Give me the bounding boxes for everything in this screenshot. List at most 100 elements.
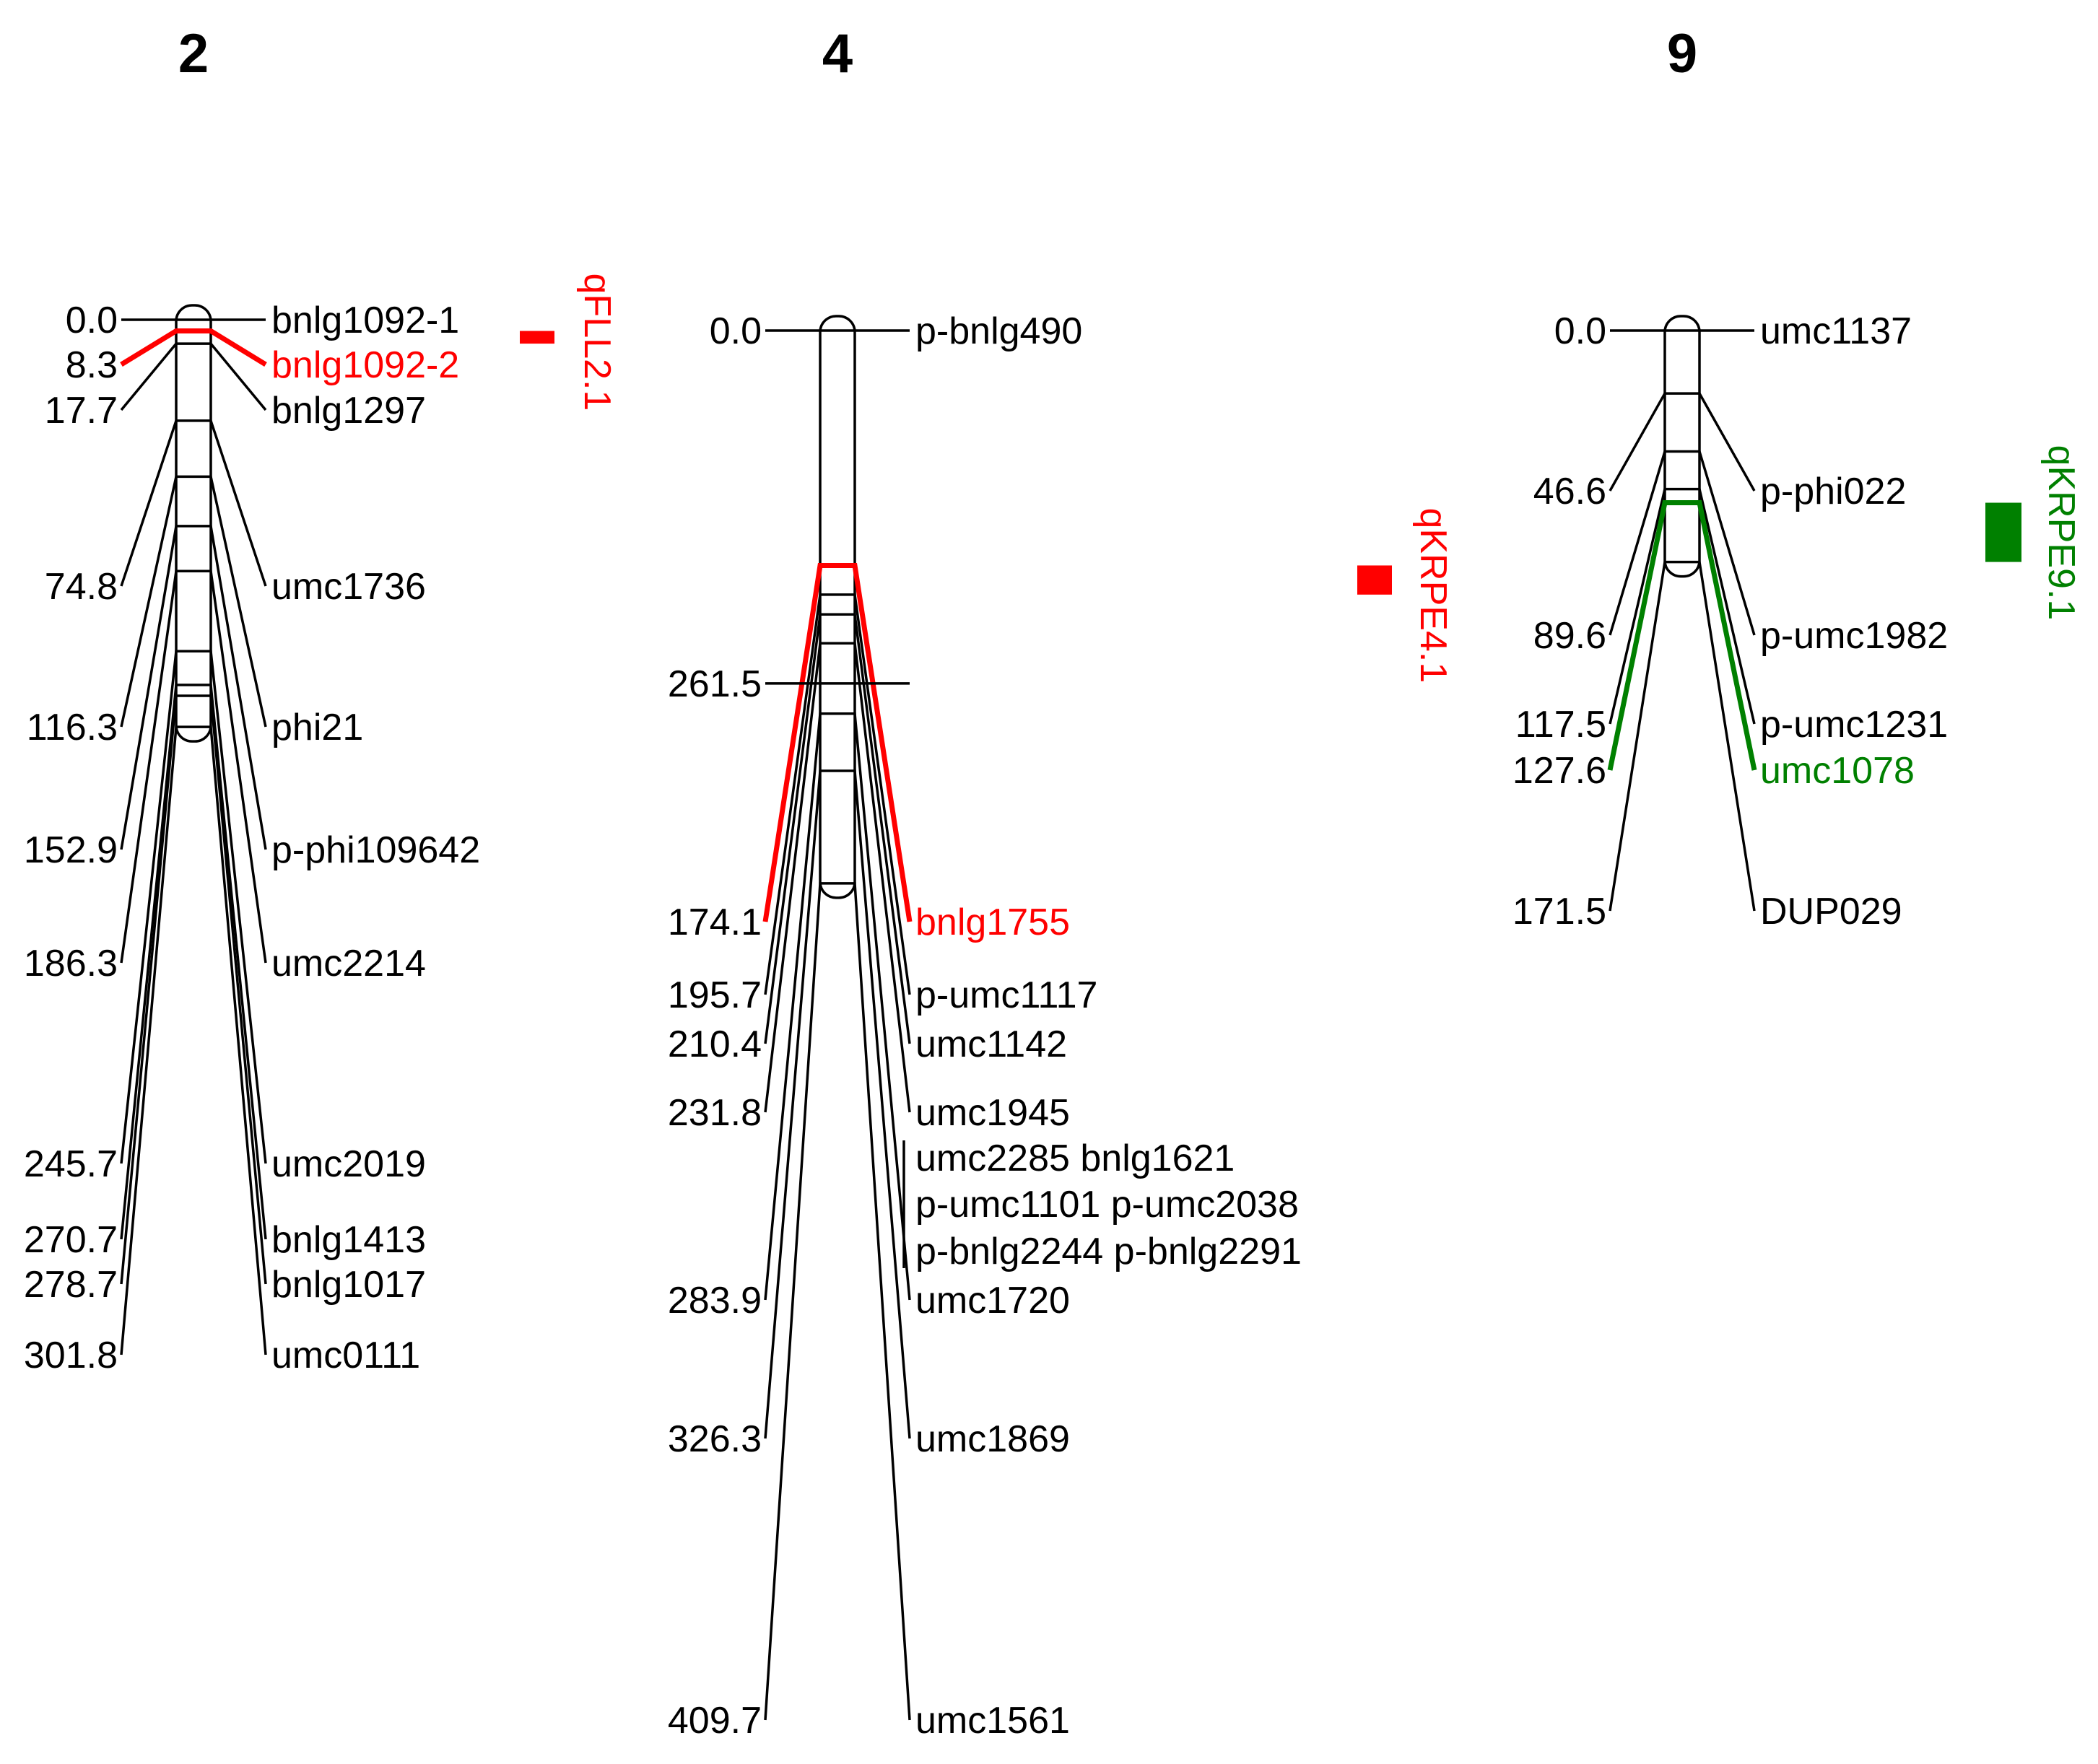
chromosome-bar: [819, 315, 856, 899]
marker-tick: [764, 642, 911, 1113]
marker-name: p-phi022: [1760, 471, 1906, 512]
marker-name: p-umc1117: [915, 974, 1097, 1016]
marker: 210.4 umc1142: [668, 613, 1067, 1065]
marker: 0.0 umc1137: [1554, 310, 1912, 352]
marker-tick: [120, 419, 267, 587]
marker-tick: [120, 525, 267, 850]
marker-name: umc1736: [271, 566, 426, 608]
marker-name: umc1078: [1760, 750, 1915, 792]
marker-position: 0.0: [1554, 310, 1606, 352]
marker-name: bnlg1017: [271, 1264, 426, 1306]
marker-position: 8.3: [66, 344, 118, 386]
marker: 409.7 umc1561: [668, 882, 1070, 1742]
marker-tick: [762, 562, 913, 922]
marker: 0.0 p-bnlg490: [710, 310, 1083, 352]
marker-name: umc0111: [271, 1335, 420, 1376]
marker-tick: [1609, 392, 1756, 492]
marker-name: bnlg1297: [271, 390, 426, 432]
qtl-bar: [520, 331, 554, 344]
marker-position: 46.6: [1533, 471, 1606, 512]
qtl-bar: [1985, 502, 2021, 562]
marker: 0.0 bnlg1092-1: [66, 300, 460, 341]
marker-name: p-umc1101 p-umc2038: [915, 1184, 1299, 1226]
marker-tick: [120, 725, 267, 1355]
marker: 174.1 bnlg1755: [668, 562, 1070, 943]
marker-tick: [1609, 450, 1756, 636]
marker-name: umc1869: [915, 1418, 1070, 1460]
marker-tick: [120, 328, 267, 367]
marker-position: 278.7: [24, 1264, 118, 1306]
marker: 231.8 umc1945: [668, 642, 1070, 1134]
marker-name: umc1137: [1760, 310, 1912, 352]
marker-position: 127.6: [1512, 750, 1606, 792]
marker-position: 195.7: [668, 974, 762, 1016]
chromosome-bar: [175, 304, 212, 743]
marker-name: umc1142: [915, 1023, 1067, 1065]
marker-position: 174.1: [668, 901, 762, 943]
marker: 127.6 umc1078: [1512, 500, 1915, 792]
marker-position: 17.7: [45, 390, 118, 432]
marker-position: 89.6: [1533, 615, 1606, 657]
marker-tick: [1609, 487, 1756, 725]
marker-name: umc1561: [915, 1700, 1070, 1742]
marker-position: 326.3: [668, 1418, 762, 1460]
qtl-label: qKRPE4.1: [1412, 507, 1454, 683]
marker-name: umc2285 bnlg1621: [915, 1138, 1235, 1179]
marker-tick: [764, 769, 911, 1439]
marker-name: bnlg1092-1: [271, 300, 459, 341]
marker-tick: [120, 684, 267, 1240]
marker-name: umc1945: [915, 1092, 1070, 1134]
marker-position: 245.7: [24, 1143, 118, 1185]
marker: 245.7 umc2019: [24, 650, 426, 1185]
marker-tick: [120, 569, 267, 964]
marker-name: umc2019: [271, 1143, 426, 1185]
marker-position: 270.7: [24, 1219, 118, 1261]
marker-position: 231.8: [668, 1092, 762, 1134]
marker-position: 283.9: [668, 1280, 762, 1322]
marker-tick: [764, 712, 911, 1301]
marker: 278.7 bnlg1017: [24, 694, 426, 1306]
marker-name: DUP029: [1760, 891, 1902, 933]
marker-name: umc2214: [271, 943, 426, 984]
marker-name: phi21: [271, 707, 363, 748]
marker-position: 301.8: [24, 1335, 118, 1376]
marker-position: 261.5: [668, 663, 762, 705]
marker-tick: [764, 593, 911, 995]
marker-name: bnlg1413: [271, 1219, 426, 1261]
qtl-bar: [1357, 565, 1392, 595]
qtl: qFLL2.1: [520, 274, 618, 411]
marker-name: p-bnlg2244 p-bnlg2291: [915, 1231, 1302, 1272]
marker: 116.3 phi21: [27, 475, 363, 748]
marker: 46.6 p-phi022: [1533, 392, 1906, 512]
marker-name: p-bnlg490: [915, 310, 1082, 352]
marker-position: 0.0: [66, 300, 118, 341]
marker-tick: [120, 694, 267, 1285]
chromosome-title: 2: [178, 23, 209, 84]
marker-tick: [1609, 560, 1756, 912]
chromosome-title: 4: [822, 23, 853, 84]
marker: 261.5 umc2285 bnlg1621 p-umc1101 p-umc2038…: [668, 663, 1302, 1272]
marker-position: 409.7: [668, 1700, 762, 1742]
marker: 326.3 umc1869: [668, 769, 1070, 1460]
marker-position: 0.0: [710, 310, 762, 352]
marker-name: bnlg1755: [915, 901, 1070, 943]
chromosome-bar: [1663, 315, 1701, 578]
marker-position: 171.5: [1512, 891, 1606, 933]
marker-tick: [120, 342, 267, 411]
marker-tick: [764, 882, 911, 1721]
marker-position: 116.3: [27, 707, 118, 748]
marker-position: 210.4: [668, 1023, 762, 1065]
marker-name: p-umc1231: [1760, 704, 1948, 746]
marker: 301.8 umc0111: [24, 725, 420, 1376]
marker: 270.7 bnlg1413: [24, 684, 426, 1261]
marker-position: 152.9: [24, 829, 118, 871]
chromosome-4: 4 0.0 p-bnlg490 174.1 bnlg1755 195.7 p-umc1117…: [668, 23, 1454, 1742]
